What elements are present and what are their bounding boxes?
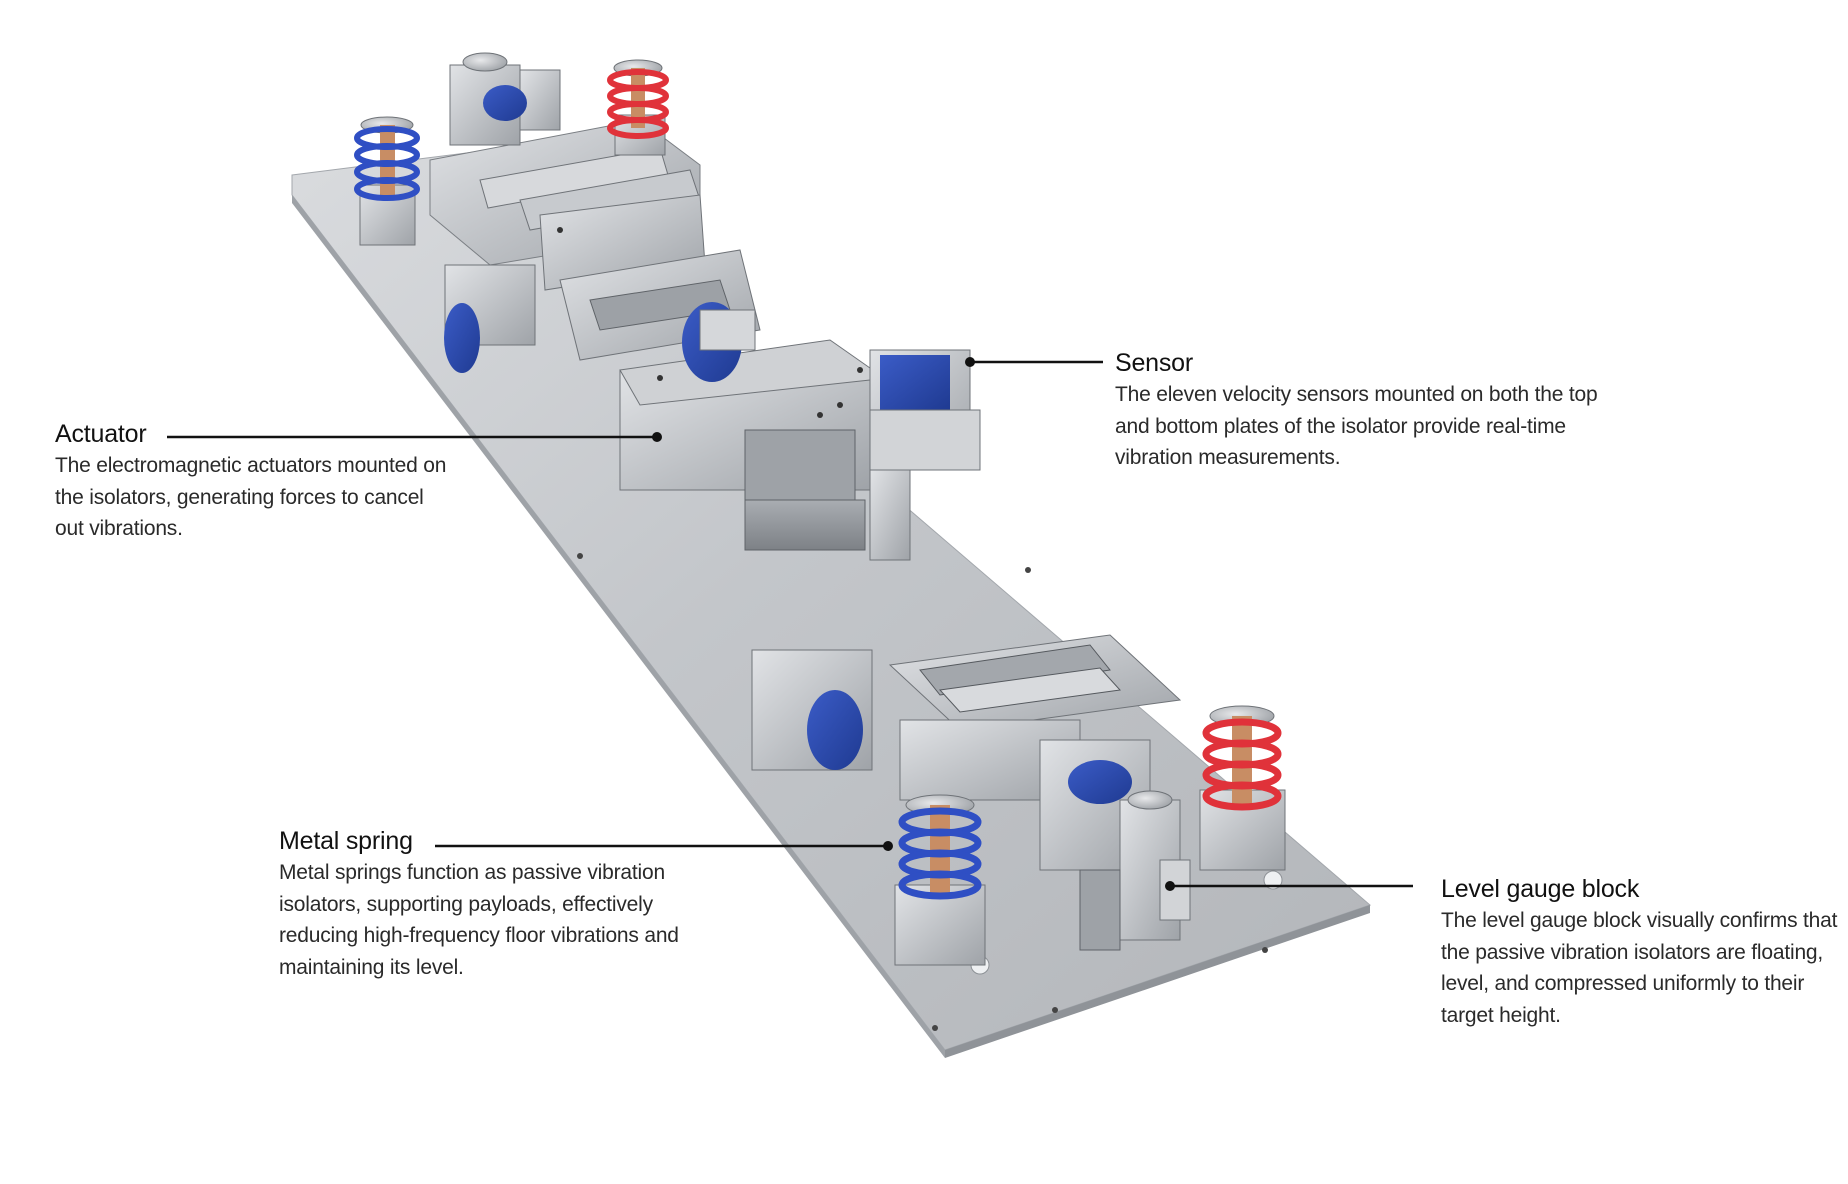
leader-dot-level-gauge bbox=[1165, 881, 1175, 891]
spring-red-upper bbox=[607, 59, 669, 156]
callout-title-sensor: Sensor bbox=[1115, 349, 1194, 377]
callout-level-gauge: Level gauge block The level gauge block … bbox=[1441, 873, 1841, 1031]
spring-blue-lower bbox=[894, 794, 986, 966]
callout-actuator: Actuator The electromagnetic actuators m… bbox=[55, 418, 455, 545]
leader-dot-actuator bbox=[652, 432, 662, 442]
callout-sensor: Sensor The eleven velocity sensors mount… bbox=[1115, 347, 1615, 474]
spring-blue-upper bbox=[354, 116, 420, 246]
callout-description-sensor: The eleven velocity sensors mounted on b… bbox=[1115, 383, 1598, 469]
callout-title-metal-spring: Metal spring bbox=[279, 827, 413, 855]
spring-red-lower bbox=[1199, 705, 1286, 871]
leader-dot-metal-spring bbox=[883, 841, 893, 851]
callout-title-level-gauge: Level gauge block bbox=[1441, 875, 1640, 903]
upper-assembly bbox=[429, 52, 981, 561]
callout-description-metal-spring: Metal springs function as passive vibrat… bbox=[279, 861, 679, 979]
callout-title-actuator: Actuator bbox=[55, 420, 147, 448]
callout-description-level-gauge: The level gauge block visually confirms … bbox=[1441, 909, 1838, 1027]
callout-description-actuator: The electromagnetic actuators mounted on… bbox=[55, 454, 447, 540]
callout-metal-spring: Metal spring Metal springs function as p… bbox=[279, 825, 699, 983]
leader-dot-sensor bbox=[965, 357, 975, 367]
lower-assembly bbox=[751, 634, 1191, 951]
leader-lines bbox=[167, 357, 1413, 891]
